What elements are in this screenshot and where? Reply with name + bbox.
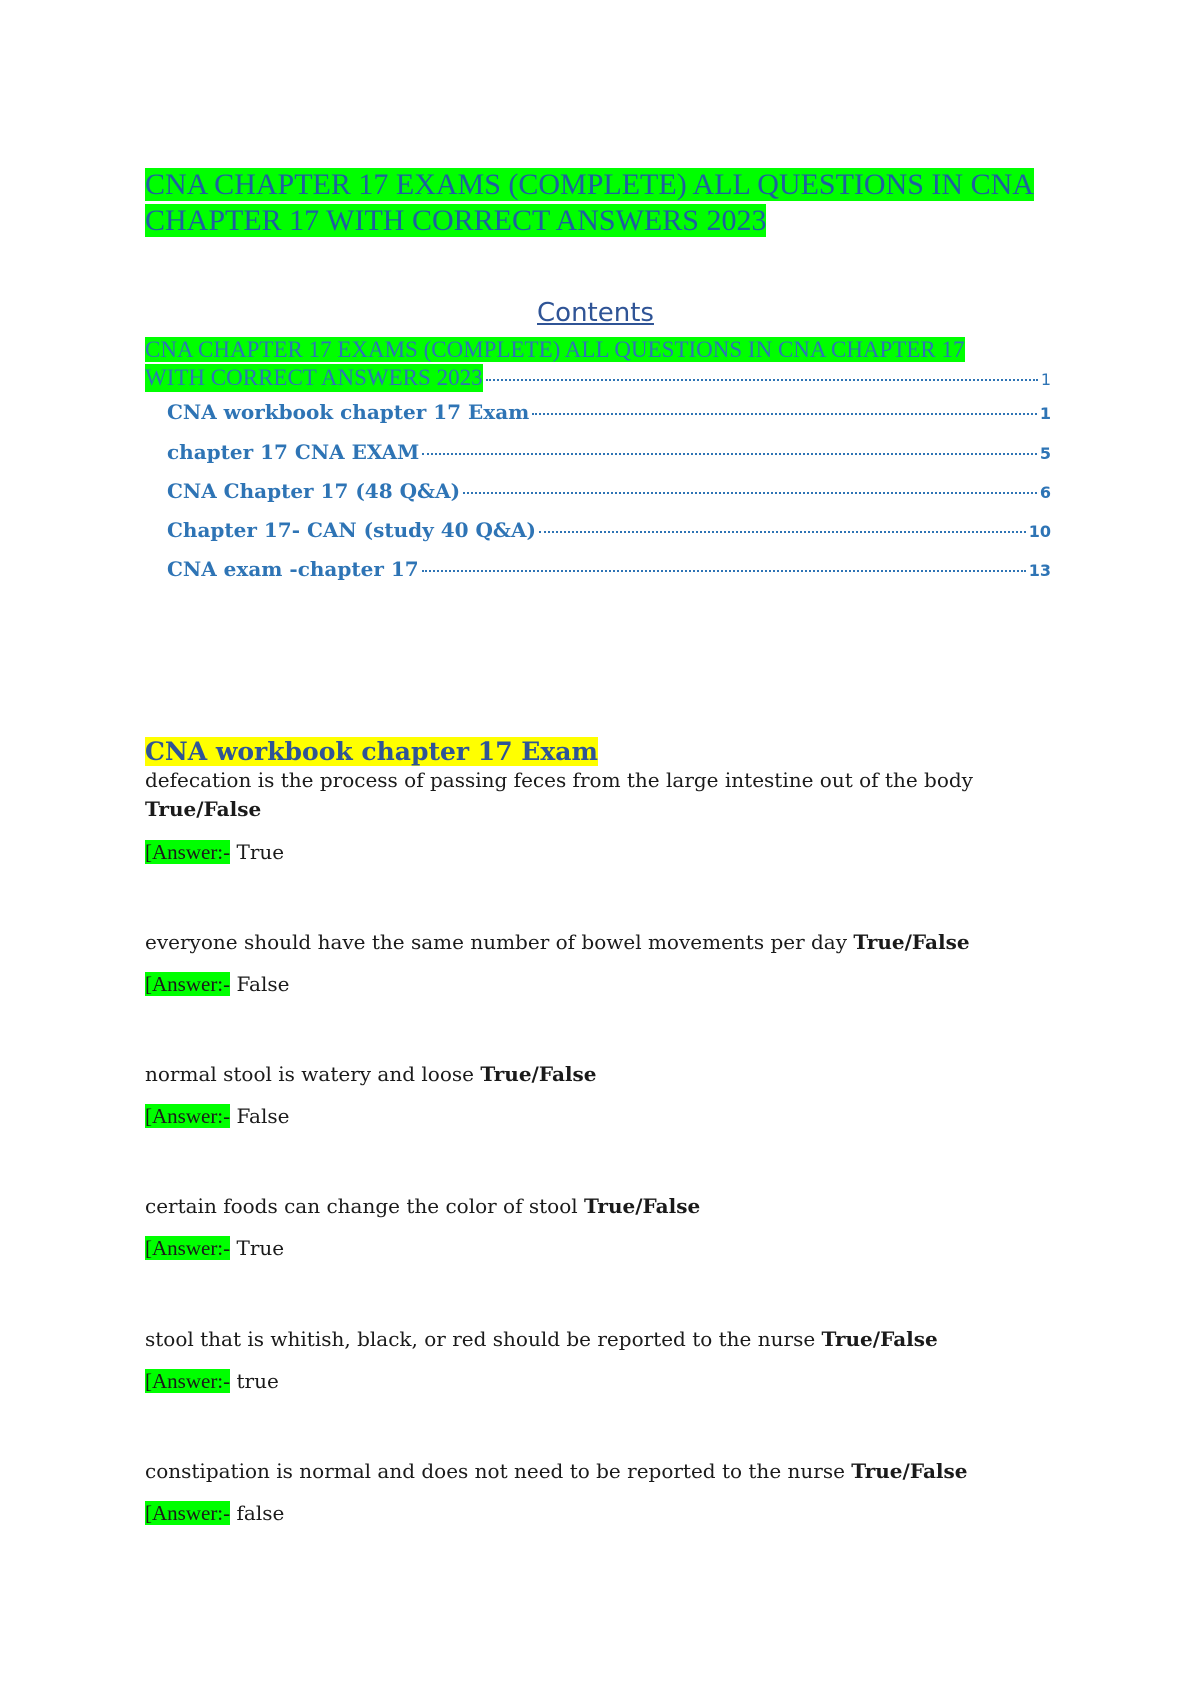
answer-line: [Answer:- True xyxy=(145,1234,284,1262)
question-body: constipation is normal and does not need… xyxy=(145,1459,845,1483)
section-heading-text: CNA workbook chapter 17 Exam xyxy=(145,737,598,766)
answer-value: false xyxy=(236,1501,285,1525)
toc-leader-dots xyxy=(422,453,1037,455)
toc-entry-main-line1: CNA CHAPTER 17 EXAMS (COMPLETE) ALL QUES… xyxy=(145,337,965,362)
question-text: defecation is the process of passing fec… xyxy=(145,766,1045,824)
answer-line: [Answer:- True xyxy=(145,838,284,866)
toc-entry-label: CNA exam -chapter 17 xyxy=(167,557,419,581)
toc-leader-dots xyxy=(485,379,1038,381)
answer-value: False xyxy=(236,972,290,996)
question-text: stool that is whitish, black, or red sho… xyxy=(145,1325,1045,1354)
answer-value: True xyxy=(236,840,285,864)
answer-value: False xyxy=(236,1104,290,1128)
question-body: certain foods can change the color of st… xyxy=(145,1194,578,1218)
answer-label: [Answer:- xyxy=(145,1236,231,1260)
document-title: CNA CHAPTER 17 EXAMS (COMPLETE) ALL QUES… xyxy=(145,167,1055,239)
toc-entry-label: CNA workbook chapter 17 Exam xyxy=(167,400,530,424)
toc-page-number: 13 xyxy=(1028,561,1051,580)
toc-page-number: 1 xyxy=(1039,404,1051,423)
answer-line: [Answer:- False xyxy=(145,970,289,998)
answer-value: true xyxy=(236,1369,279,1393)
toc-leader-dots xyxy=(532,413,1037,415)
answer-label: [Answer:- xyxy=(145,1501,231,1525)
answer-label: [Answer:- xyxy=(145,1104,231,1128)
question-body: defecation is the process of passing fec… xyxy=(145,768,973,792)
true-false-label: True/False xyxy=(853,930,970,954)
question-body: stool that is whitish, black, or red sho… xyxy=(145,1327,816,1351)
toc-entry-main-line2: WITH CORRECT ANSWERS 2023 xyxy=(145,364,483,392)
toc-page-number: 5 xyxy=(1039,444,1051,463)
toc-entry-label: Chapter 17- CAN (study 40 Q&A) xyxy=(167,518,536,542)
true-false-label: True/False xyxy=(851,1459,968,1483)
toc-entry-chapter17-exam[interactable]: chapter 17 CNA EXAM 5 xyxy=(167,440,1051,470)
question-text: everyone should have the same number of … xyxy=(145,928,1045,957)
question-text: normal stool is watery and loose True/Fa… xyxy=(145,1060,1045,1089)
toc-entry-40-qa[interactable]: Chapter 17- CAN (study 40 Q&A) 10 xyxy=(167,518,1051,548)
toc-entry-cna-exam[interactable]: CNA exam -chapter 17 13 xyxy=(167,557,1051,587)
answer-label: [Answer:- xyxy=(145,1369,231,1393)
question-text: certain foods can change the color of st… xyxy=(145,1192,1045,1221)
section-heading: CNA workbook chapter 17 Exam xyxy=(145,736,598,768)
answer-line: [Answer:- true xyxy=(145,1367,279,1395)
question-body: everyone should have the same number of … xyxy=(145,930,848,954)
toc-entry-workbook-exam[interactable]: CNA workbook chapter 17 Exam 1 xyxy=(167,400,1051,430)
answer-line: [Answer:- False xyxy=(145,1102,289,1130)
true-false-label: True/False xyxy=(821,1327,938,1351)
true-false-label: True/False xyxy=(584,1194,701,1218)
toc-leader-dots xyxy=(538,531,1026,533)
toc-leader-dots xyxy=(421,570,1026,572)
answer-line: [Answer:- false xyxy=(145,1499,284,1527)
toc-page-number: 10 xyxy=(1028,522,1051,541)
question-text: constipation is normal and does not need… xyxy=(145,1457,1045,1486)
document-title-text: CNA CHAPTER 17 EXAMS (COMPLETE) ALL QUES… xyxy=(145,168,1034,237)
toc-page-number: 1 xyxy=(1040,370,1051,389)
toc-leader-dots xyxy=(463,492,1037,494)
toc-entry-48-qa[interactable]: CNA Chapter 17 (48 Q&A) 6 xyxy=(167,479,1051,509)
true-false-label: True/False xyxy=(145,797,262,821)
toc-page-number: 6 xyxy=(1039,483,1051,502)
answer-label: [Answer:- xyxy=(145,972,231,996)
question-body: normal stool is watery and loose xyxy=(145,1062,474,1086)
toc-entry-label: CNA Chapter 17 (48 Q&A) xyxy=(167,479,461,503)
answer-label: [Answer:- xyxy=(145,840,231,864)
answer-value: True xyxy=(236,1236,285,1260)
true-false-label: True/False xyxy=(480,1062,597,1086)
toc-entry-label: chapter 17 CNA EXAM xyxy=(167,440,420,464)
toc-entry-main[interactable]: CNA CHAPTER 17 EXAMS (COMPLETE) ALL QUES… xyxy=(145,336,1051,394)
toc-heading: Contents xyxy=(537,298,654,328)
